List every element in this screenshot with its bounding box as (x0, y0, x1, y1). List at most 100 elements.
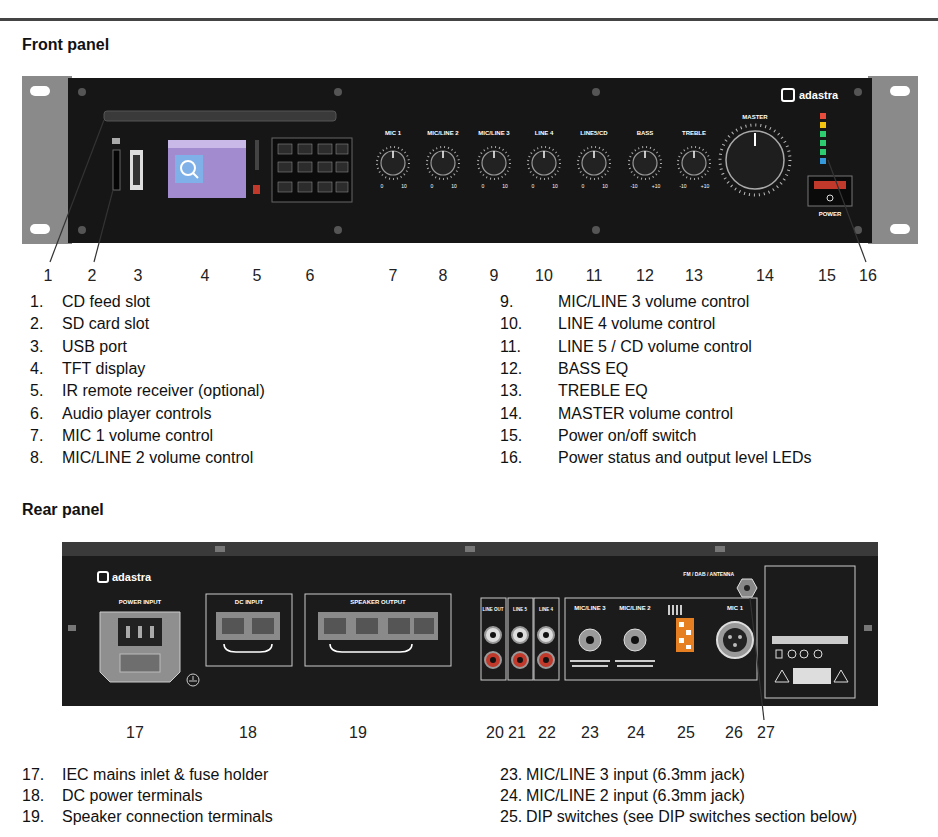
front-panel (22, 76, 918, 262)
connector-label: MIC/LINE 2 (619, 605, 650, 611)
control-label: MIC 1 (385, 130, 401, 136)
item-description: USB port (62, 339, 127, 355)
item-description: TFT display (62, 361, 145, 377)
callout-number: 26 (725, 725, 743, 741)
scale-mark: 10 (401, 184, 407, 189)
connector-label: MIC 1 (727, 605, 743, 611)
item-number: 18. (22, 788, 44, 804)
item-description: Power status and output level LEDs (558, 450, 811, 466)
connector-label: LINE 5 (513, 608, 527, 613)
item-number: 15. (500, 428, 522, 444)
item-number: 10. (500, 316, 522, 332)
control-label: LINE5/CD (580, 130, 607, 136)
item-description: MASTER volume control (558, 406, 733, 422)
control-label: MIC/LINE 2 (427, 130, 458, 136)
item-number: 1. (30, 294, 43, 310)
callout-number: 24 (627, 725, 645, 741)
item-number: 17. (22, 767, 44, 783)
item-description: MIC/LINE 3 volume control (558, 294, 749, 310)
item-description: TREBLE EQ (558, 383, 648, 399)
callout-number: 21 (508, 725, 526, 741)
callout-number: 7 (389, 268, 398, 284)
callout-number: 12 (636, 268, 654, 284)
control-label: TREBLE (682, 130, 706, 136)
item-description: LINE 4 volume control (558, 316, 715, 332)
item-number: 16. (500, 450, 522, 466)
callout-number: 10 (535, 268, 553, 284)
callout-number: 27 (757, 725, 775, 741)
item-number: 13. (500, 383, 522, 399)
control-label: BASS (637, 130, 654, 136)
item-number: 3. (30, 339, 43, 355)
callout-number: 3 (134, 268, 143, 284)
item-number: 2. (30, 316, 43, 332)
item-description: DIP switches (see DIP switches section b… (526, 809, 857, 825)
item-number: 9. (500, 294, 513, 310)
scale-mark: -10 (630, 184, 637, 189)
callout-number: 19 (349, 725, 367, 741)
item-description: MIC/LINE 3 input (6.3mm jack) (526, 767, 745, 783)
connector-label: SPEAKER OUTPUT (350, 599, 405, 605)
control-label: MASTER (742, 114, 767, 120)
item-number: 7. (30, 428, 43, 444)
item-number: 4. (30, 361, 43, 377)
callout-number: 16 (859, 268, 877, 284)
callout-number: 1 (44, 268, 53, 284)
item-description: IEC mains inlet & fuse holder (62, 767, 268, 783)
item-description: Audio player controls (62, 406, 211, 422)
scale-mark: 0 (532, 184, 535, 189)
section-heading: Front panel (22, 37, 109, 53)
connector-label: DC INPUT (235, 599, 263, 605)
callout-number: 22 (538, 725, 556, 741)
item-number: 6. (30, 406, 43, 422)
item-description: IR remote receiver (optional) (62, 383, 265, 399)
item-number: 24. (500, 788, 522, 804)
item-number: 12. (500, 361, 522, 377)
item-number: 14. (500, 406, 522, 422)
scale-mark: 0 (381, 184, 384, 189)
callout-number: 25 (677, 725, 695, 741)
item-description: LINE 5 / CD volume control (558, 339, 752, 355)
callout-number: 13 (685, 268, 703, 284)
callout-number: 9 (490, 268, 499, 284)
control-label: LINE 4 (535, 130, 554, 136)
item-description: MIC/LINE 2 volume control (62, 450, 253, 466)
callout-number: 23 (581, 725, 599, 741)
item-description: MIC/LINE 2 input (6.3mm jack) (526, 788, 745, 804)
brand-logo: adastra (799, 90, 838, 101)
scale-mark: 10 (451, 184, 457, 189)
item-number: 23. (500, 767, 522, 783)
callout-number: 5 (253, 268, 262, 284)
scale-mark: 10 (552, 184, 558, 189)
item-description: DC power terminals (62, 788, 202, 804)
rear-panel (62, 542, 878, 720)
scale-mark: 10 (602, 184, 608, 189)
connector-label: POWER INPUT (119, 599, 161, 605)
scale-mark: -10 (679, 184, 686, 189)
item-number: 8. (30, 450, 43, 466)
scale-mark: 0 (431, 184, 434, 189)
connector-label: LINE OUT (483, 608, 504, 613)
item-description: Speaker connection terminals (62, 809, 273, 825)
item-number: 5. (30, 383, 43, 399)
item-number: 25. (500, 809, 522, 825)
top-rule (0, 18, 938, 21)
item-number: 11. (500, 339, 521, 355)
callout-number: 18 (239, 725, 257, 741)
scale-mark: +10 (652, 184, 660, 189)
callout-number: 17 (126, 725, 144, 741)
connector-label: FM / DAB / ANTENNA (683, 572, 734, 577)
callout-number: 6 (306, 268, 315, 284)
callout-number: 8 (439, 268, 448, 284)
callout-number: 14 (756, 268, 774, 284)
callout-number: 20 (486, 725, 504, 741)
connector-label: MIC/LINE 3 (574, 605, 605, 611)
section-heading: Rear panel (22, 502, 104, 518)
connector-label: LINE 4 (539, 608, 553, 613)
scale-mark: +10 (701, 184, 709, 189)
control-label: POWER (819, 211, 842, 217)
scale-mark: 0 (582, 184, 585, 189)
callout-number: 2 (88, 268, 97, 284)
callout-number: 4 (201, 268, 210, 284)
scale-mark: 10 (502, 184, 508, 189)
